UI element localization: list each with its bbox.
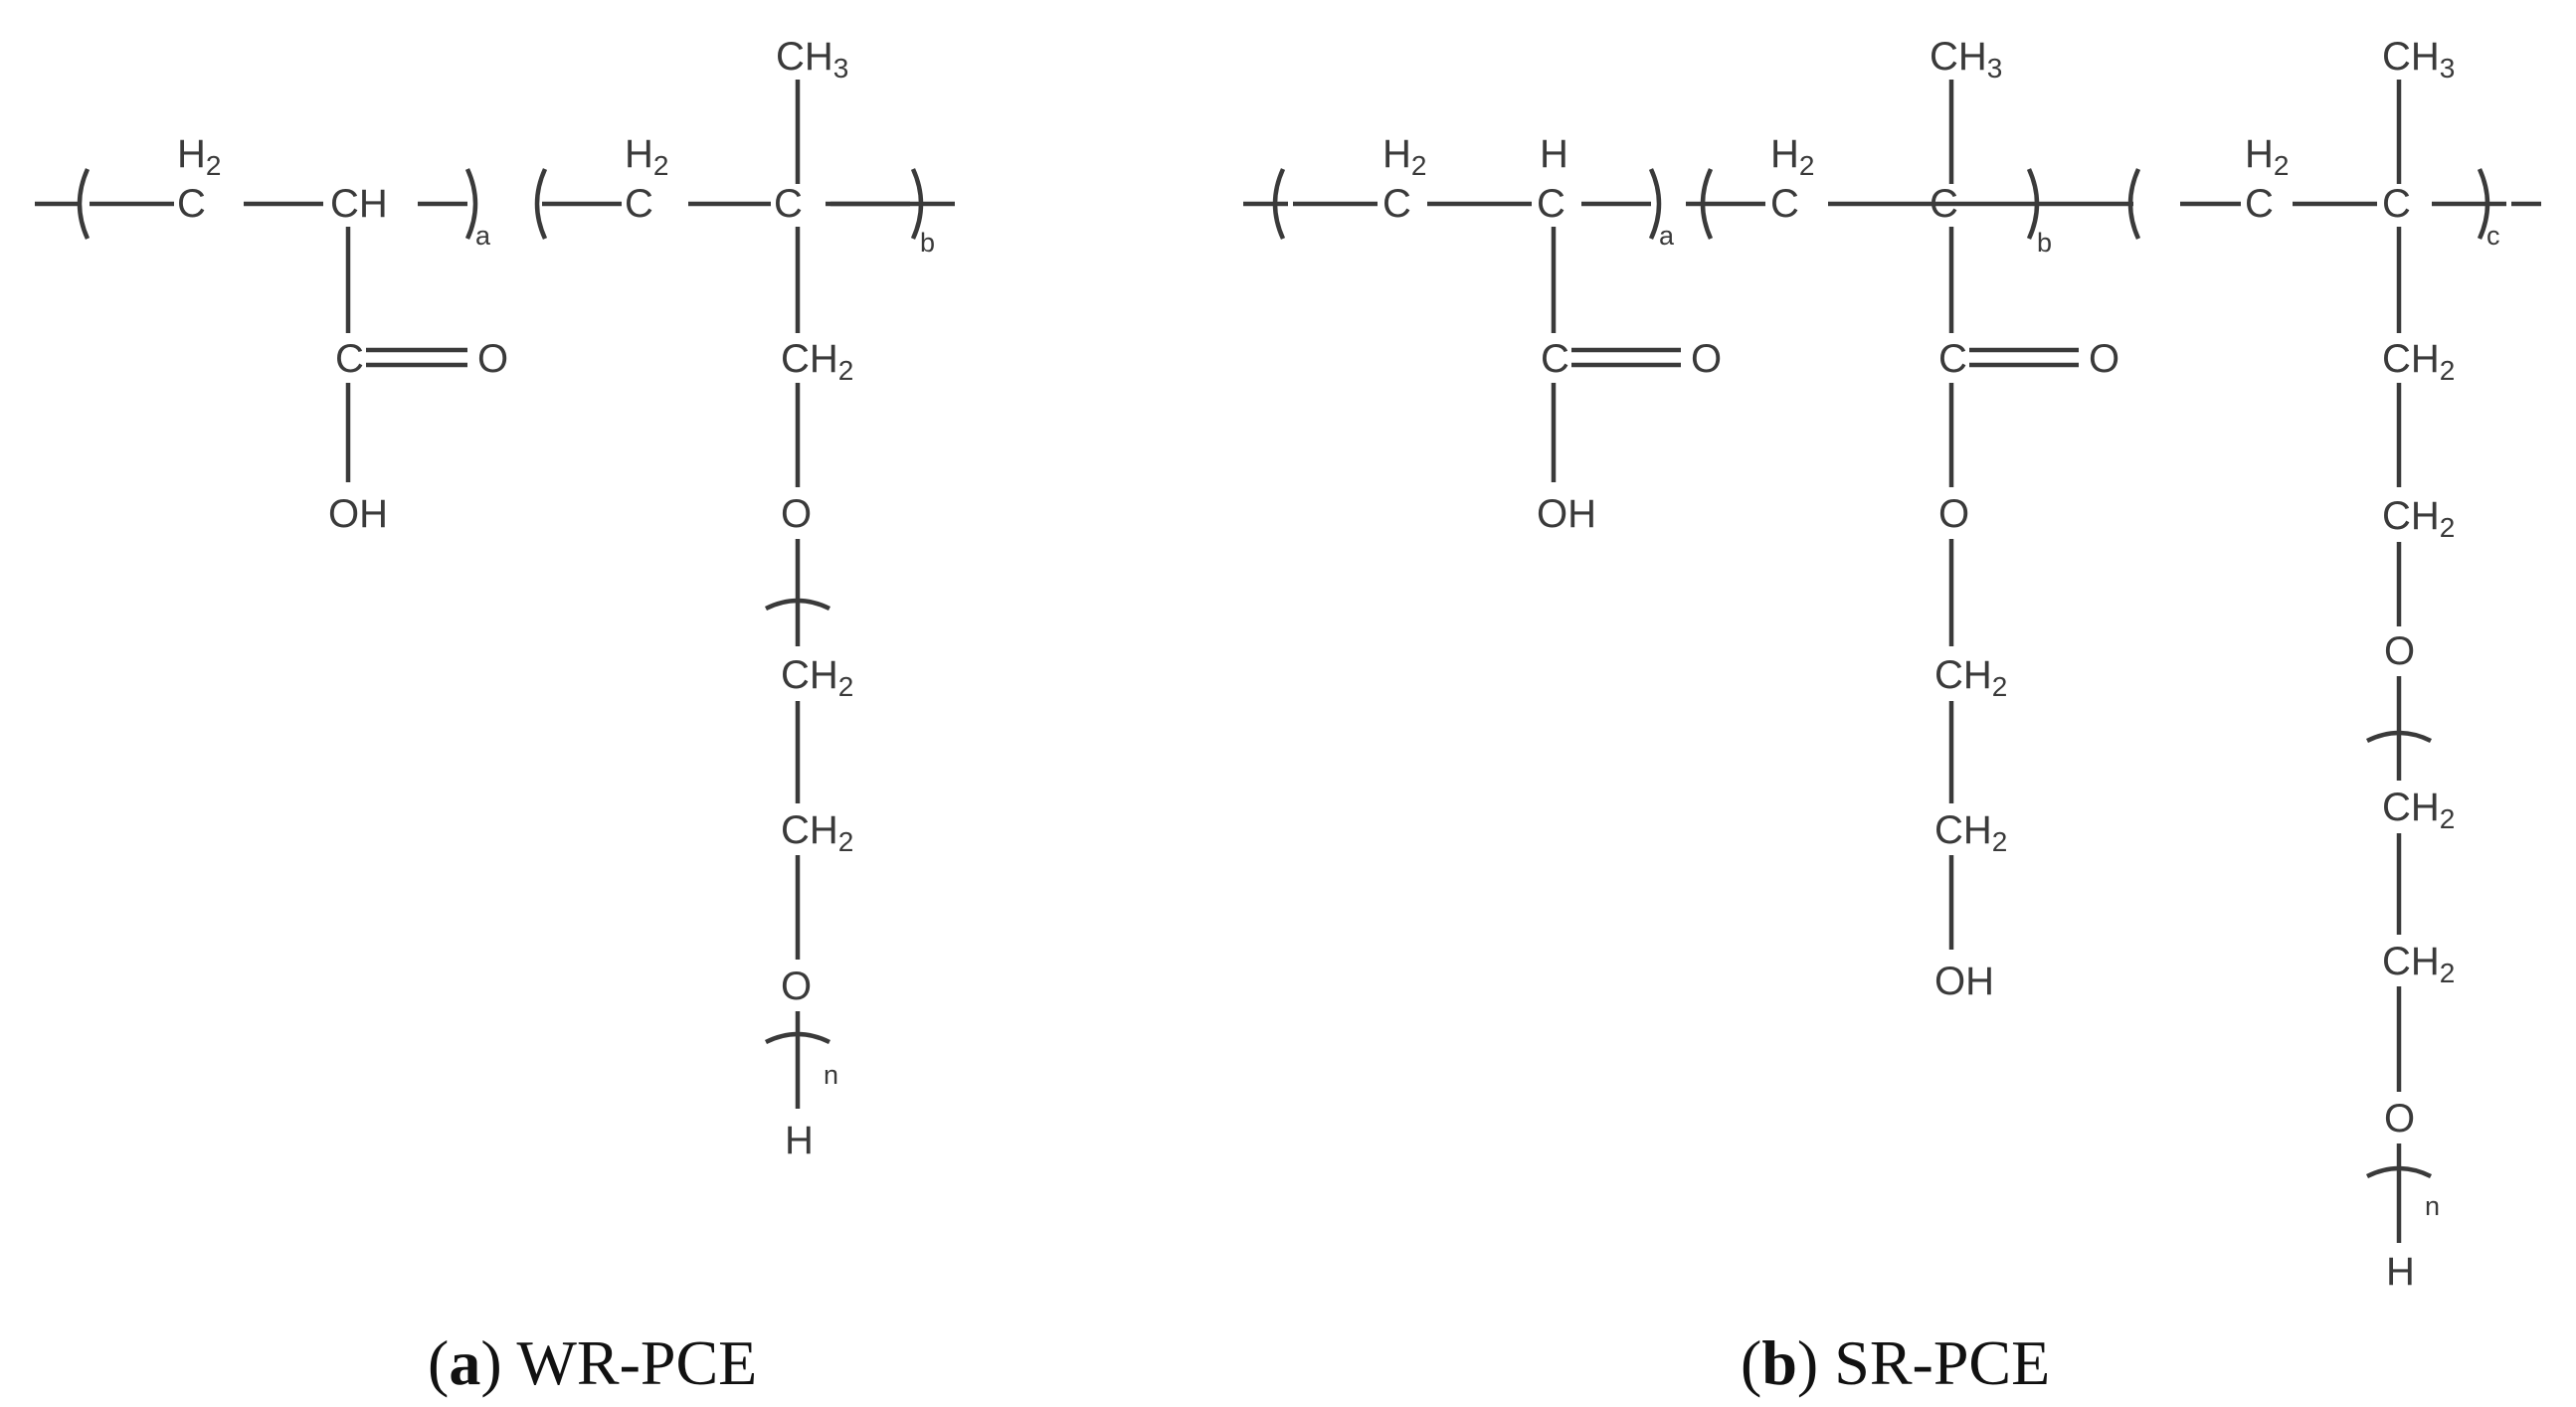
atom-b-c1-h: H2 xyxy=(1382,132,1426,181)
atom-b-c4: C xyxy=(1930,182,1958,226)
caption-a: (a) WR-PCE xyxy=(428,1327,757,1398)
atom-b-c5: C xyxy=(2245,182,2274,226)
caption-b: (b) SR-PCE xyxy=(1741,1327,2050,1398)
atom-o2: O xyxy=(781,965,812,1008)
atom-c3: C xyxy=(625,182,653,226)
atom-b-c3-h: H2 xyxy=(1770,132,1814,181)
atom-b-c2: C xyxy=(1537,182,1565,226)
bracket-close-n xyxy=(764,1031,831,1045)
atom-c1-h: H2 xyxy=(177,132,221,181)
atom-b-o1: O xyxy=(2384,629,2415,673)
atom-b-c1: C xyxy=(1382,182,1411,226)
subscript-b-b: b xyxy=(2037,228,2052,258)
atom-cooh-c: C xyxy=(335,337,364,381)
atom-b-ester-c: C xyxy=(1938,337,1967,381)
bracket-open-b2 xyxy=(1700,168,1714,240)
atom-c3-h: H2 xyxy=(625,132,668,181)
atom-b-ch2b: CH2 xyxy=(2382,940,2455,988)
bracket-b-open-n xyxy=(2365,730,2433,744)
atom-b-ester-o: O xyxy=(2089,337,2119,381)
atom-b-c2-h: H xyxy=(1540,132,1568,176)
atom-b-acid-o: O xyxy=(1691,337,1722,381)
atom-c2: CH xyxy=(330,182,388,226)
structure-sr-pce: C H2 C H a C H2 C CH3 b C H2 C CH3 c C O… xyxy=(1243,35,2541,1294)
atom-b-acid-oh: OH xyxy=(1537,492,1596,536)
bracket-close-b2 xyxy=(2026,168,2040,240)
atom-b-o2: O xyxy=(2384,1097,2415,1141)
bracket-close-b1 xyxy=(1648,168,1662,240)
atom-b-c6: C xyxy=(2382,182,2411,226)
atom-ch3: CH3 xyxy=(776,35,848,84)
atom-h-end: H xyxy=(785,1119,814,1162)
atom-c1: C xyxy=(177,182,206,226)
atom-ch2-side: CH2 xyxy=(781,337,853,386)
atom-b-ch2a: CH2 xyxy=(2382,786,2455,834)
subscript-b-a: a xyxy=(1659,221,1675,251)
atom-b-ch3-b: CH3 xyxy=(1930,35,2002,84)
bracket-open-b3 xyxy=(2127,168,2141,240)
subscript-n: n xyxy=(824,1060,838,1090)
atom-b-c5-h: H2 xyxy=(2245,132,2289,181)
atom-b-ester-oh: OH xyxy=(1934,960,1994,1003)
atom-cooh-o: O xyxy=(477,337,508,381)
atom-o1: O xyxy=(781,492,812,536)
subscript-b-c: c xyxy=(2486,221,2500,251)
atom-ch2a: CH2 xyxy=(781,653,853,702)
subscript-b: b xyxy=(920,228,935,258)
bracket-b-close-n xyxy=(2365,1165,2433,1179)
atom-cooh-oh: OH xyxy=(328,492,388,536)
structure-wr-pce: C H2 CH a C H2 C CH3 b C O OH CH2 O CH2 … xyxy=(35,35,955,1162)
atom-b-ester-ch2a: CH2 xyxy=(1934,653,2007,702)
atom-b-ch3-c: CH3 xyxy=(2382,35,2455,84)
atom-b-ester-ch2b: CH2 xyxy=(1934,808,2007,857)
subscript-b-n: n xyxy=(2425,1191,2440,1221)
atom-b-h-end: H xyxy=(2386,1250,2415,1294)
bracket-open-a2 xyxy=(534,168,548,240)
bracket-open-a1 xyxy=(77,168,91,240)
atom-b-ester-o2: O xyxy=(1938,492,1969,536)
atom-b-ch2-side: CH2 xyxy=(2382,337,2455,386)
atom-ch2b: CH2 xyxy=(781,808,853,857)
atom-b-c3: C xyxy=(1770,182,1799,226)
subscript-a: a xyxy=(475,221,491,251)
bracket-close-b3 xyxy=(2477,168,2490,240)
atom-b-ch2-2: CH2 xyxy=(2382,494,2455,543)
bracket-close-a2 xyxy=(910,168,924,240)
atom-b-acid-c: C xyxy=(1541,337,1569,381)
bracket-open-n xyxy=(764,598,831,612)
bracket-open-b1 xyxy=(1272,168,1286,240)
atom-c4: C xyxy=(774,182,803,226)
bracket-close-a1 xyxy=(464,168,478,240)
